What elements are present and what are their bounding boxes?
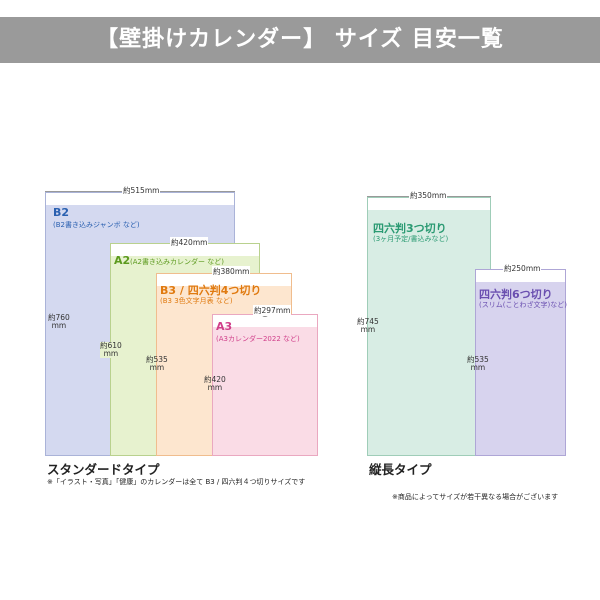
yon6-6-width-label: 約250mm — [503, 263, 542, 274]
page-title: 【壁掛けカレンダー】 サイズ 目安一覧 — [96, 27, 504, 52]
b2-desc: (B2書き込みジャンボ など) — [53, 221, 140, 229]
yon6-3-desc: (3ヶ月予定/書込みなど) — [373, 235, 449, 243]
a3-desc: (A3カレンダー2022 など) — [216, 335, 300, 343]
yon6-6-desc: (スリム(ことわざ文字)など) — [479, 301, 567, 309]
b2-width-label: 約515mm — [122, 185, 161, 196]
yon6-6-name: 四六判6つ切り — [479, 288, 553, 301]
standard-type-label: スタンダードタイプ — [47, 462, 160, 477]
a3-name: A3 — [216, 320, 233, 333]
yon6-3-name: 四六判3つ切り — [373, 222, 447, 235]
yon6-3-width-label: 約350mm — [409, 190, 448, 201]
b2-name: B2 — [53, 206, 70, 219]
standard-note: ※「イラスト・写真」「健康」のカレンダーは全て B3 / 四六判４つ切りサイズで… — [47, 478, 306, 486]
a3-width-label: 約297mm — [253, 305, 292, 316]
vertical-note: ※商品によってサイズが若干異なる場合がございます — [392, 493, 559, 501]
a2-width-label: 約420mm — [170, 237, 209, 248]
a3-calendar — [212, 309, 318, 456]
a2-desc: (A2書き込みカレンダー など) — [130, 258, 224, 266]
a2-name: A2 — [114, 254, 131, 267]
yon6-3-calendar — [367, 192, 491, 456]
b3-name: B3 / 四六判4つ切り — [160, 284, 262, 297]
b3-width-label: 約380mm — [212, 266, 251, 277]
page-banner: 【壁掛けカレンダー】 サイズ 目安一覧 — [0, 17, 600, 63]
b3-desc: (B3 3色文字月表 など) — [160, 297, 233, 305]
vertical-type-label: 縦長タイプ — [369, 462, 432, 477]
